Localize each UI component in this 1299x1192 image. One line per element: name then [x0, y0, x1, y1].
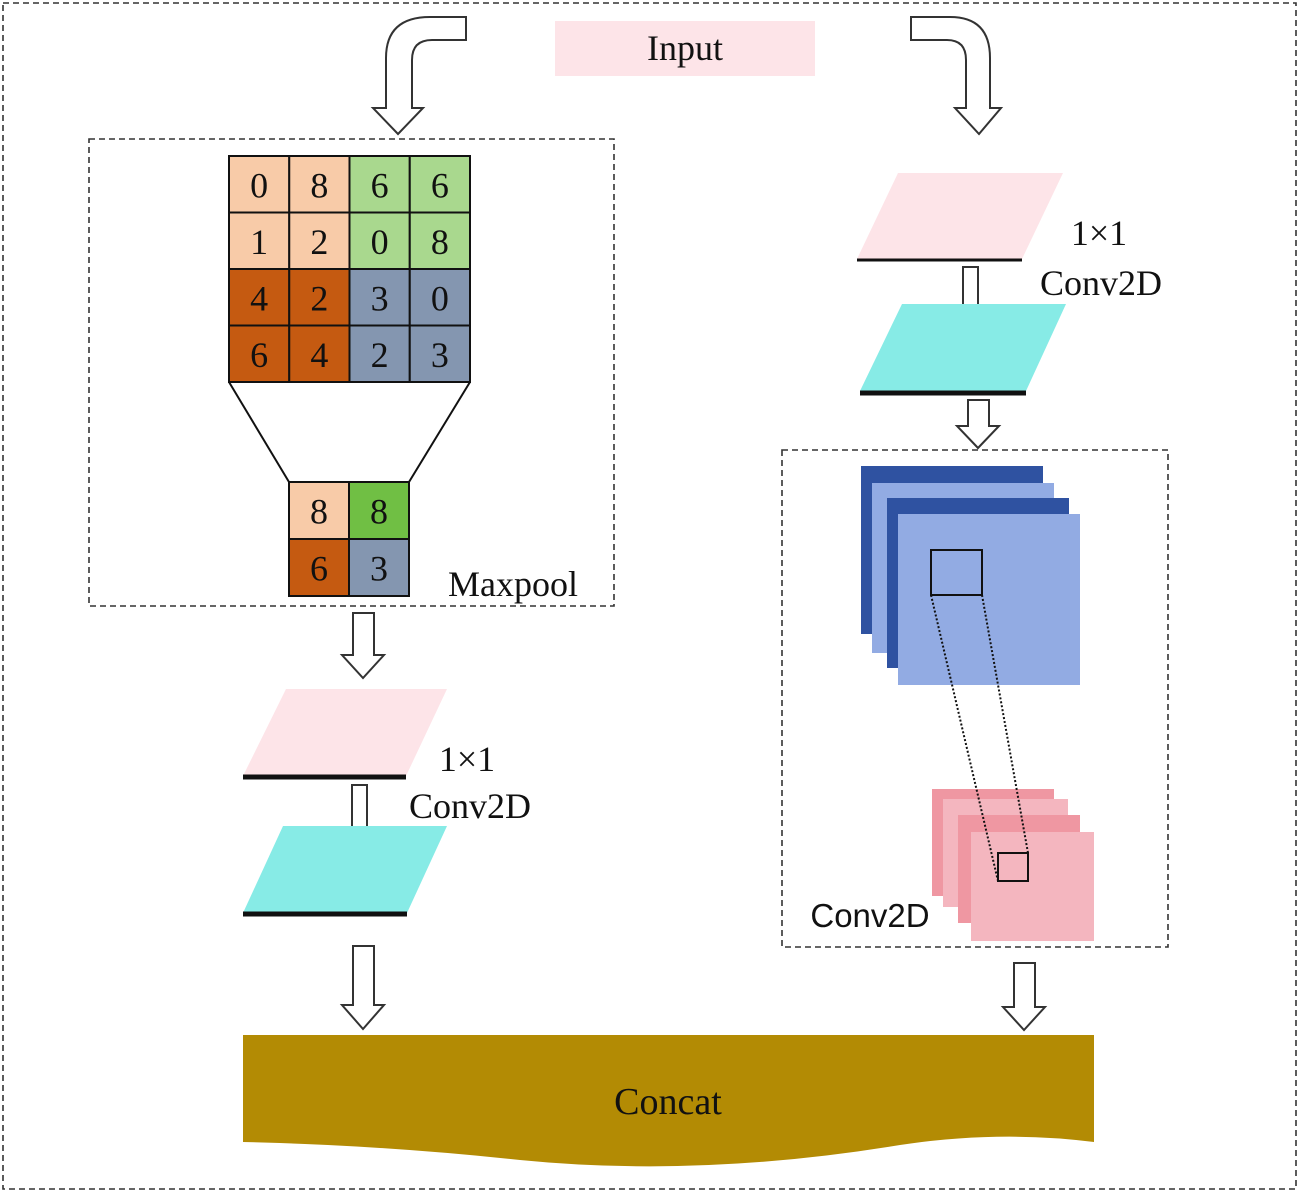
maxpool-input-grid: 0 8 6 6 1 2 0 8 4 2 3 0 6 4 2 3: [228, 155, 471, 383]
maxpool-down-arrow: [339, 612, 387, 680]
pooled-grid-value: 8: [310, 492, 328, 532]
feature-map-front: [898, 514, 1080, 685]
maxpool-grid-cell: [348, 268, 411, 327]
maxpool-grid-value: 6: [371, 165, 389, 205]
kernel-window: [930, 549, 983, 596]
left-conv-plane: [243, 826, 447, 913]
maxpool-grid-value: 2: [310, 222, 328, 262]
maxpool-grid-cell: [228, 155, 291, 214]
maxpool-grid-value: 3: [431, 335, 449, 375]
output-map-front: [971, 832, 1094, 941]
maxpool-grid-value: 1: [250, 222, 268, 262]
maxpool-grid-cell: [408, 268, 471, 327]
right-conv-size: 1×1: [1071, 213, 1127, 253]
left-conv-label: Conv2D: [409, 786, 531, 826]
maxpool-grid-cell: [228, 324, 291, 383]
projection-line-left: [930, 594, 999, 882]
right-input-plane: [857, 173, 1063, 259]
left-to-concat-arrow: [339, 945, 387, 1031]
left-input-plane: [243, 689, 447, 776]
pooled-grid-value: 6: [310, 549, 328, 589]
input-label: Input: [647, 28, 723, 68]
pooled-grid-cell: [348, 481, 410, 540]
maxpool-grid-value: 0: [250, 165, 268, 205]
maxpool-output-grid: 8 8 6 3: [288, 481, 410, 597]
maxpool-grid-value: 6: [250, 335, 268, 375]
maxpool-grid-value: 2: [371, 335, 389, 375]
input-to-conv-arrow: [910, 16, 1004, 136]
output-cell: [997, 852, 1029, 882]
concat-label: Concat: [614, 1081, 722, 1123]
maxpool-grid-cell: [408, 211, 471, 270]
maxpool-grid-value: 2: [310, 278, 328, 318]
maxpool-grid-value: 4: [250, 278, 268, 318]
concat-bar: [243, 1035, 1094, 1167]
pooled-grid-cell: [288, 538, 350, 597]
pool-funnel-right: [408, 381, 471, 483]
input-to-maxpool-arrow: [370, 16, 467, 136]
maxpool-grid-value: 4: [310, 335, 328, 375]
maxpool-grid-cell: [288, 268, 351, 327]
input-box: [555, 21, 815, 76]
maxpool-grid-value: 8: [431, 222, 449, 262]
conv2d-label: Conv2D: [810, 897, 929, 934]
left-conv-size: 1×1: [439, 739, 495, 779]
pooled-grid-value: 8: [370, 492, 388, 532]
maxpool-grid-value: 3: [371, 278, 389, 318]
right-to-conv2d-arrow: [954, 399, 1002, 450]
pool-funnel-left: [228, 381, 290, 483]
maxpool-grid-value: 0: [371, 222, 389, 262]
maxpool-dashed-box: [88, 138, 615, 607]
maxpool-grid-cell: [348, 155, 411, 214]
pooled-grid-value: 3: [370, 549, 388, 589]
right-to-concat-arrow: [1000, 962, 1048, 1032]
conv2d-dashed-box: [781, 449, 1169, 948]
right-conv-plane: [860, 304, 1066, 391]
maxpool-grid-value: 6: [431, 165, 449, 205]
pooled-grid-cell: [348, 538, 410, 597]
maxpool-label: Maxpool: [448, 564, 578, 604]
maxpool-grid-value: 0: [431, 278, 449, 318]
right-conv-label: Conv2D: [1040, 263, 1162, 303]
maxpool-grid-cell: [288, 211, 351, 270]
maxpool-grid-cell: [408, 324, 471, 383]
maxpool-grid-value: 8: [310, 165, 328, 205]
